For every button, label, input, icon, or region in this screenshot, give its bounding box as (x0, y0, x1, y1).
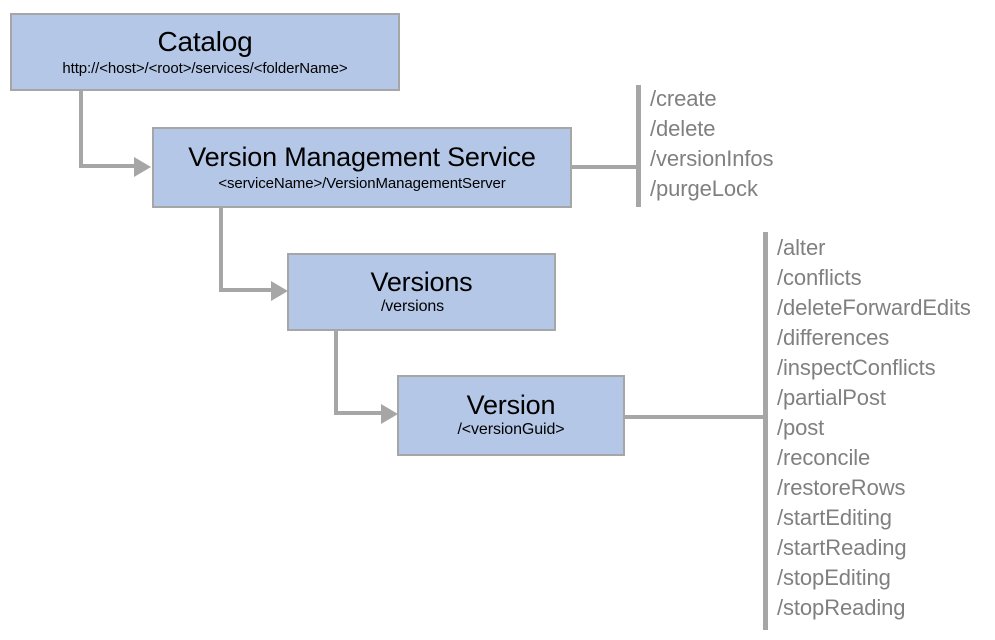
bracket-version-operations (763, 232, 768, 630)
arrowhead-icon-versions-to-version (381, 404, 398, 424)
node-version-path: /<versionGuid> (457, 421, 565, 439)
operation-item[interactable]: /delete (650, 116, 716, 141)
operation-item[interactable]: /restoreRows (777, 475, 906, 500)
node-catalog-title: Catalog (157, 26, 253, 58)
operation-item[interactable]: /purgeLock (650, 176, 758, 201)
node-version[interactable]: Version /<versionGuid> (397, 375, 625, 456)
connector-catalog-to-vms-vertical (79, 90, 83, 168)
operation-item[interactable]: /startReading (777, 535, 907, 560)
arrowhead-icon-vms-to-versions (271, 281, 288, 301)
operation-item[interactable]: /alter (777, 235, 826, 260)
node-versions[interactable]: Versions /versions (287, 253, 556, 331)
connector-version-to-operations (625, 415, 767, 419)
connector-vms-to-versions-horizontal (219, 288, 272, 292)
node-catalog[interactable]: Catalog http://<host>/<root>/services/<f… (10, 13, 400, 91)
operation-item[interactable]: /reconcile (777, 445, 871, 470)
operation-item[interactable]: /post (777, 415, 825, 440)
connector-vms-to-operations (572, 165, 640, 169)
operation-item[interactable]: /inspectConflicts (777, 355, 936, 380)
node-version-title: Version (466, 390, 556, 421)
operation-list-version: /alter /conflicts /deleteForwardEdits /d… (777, 233, 971, 623)
node-version-management-service-title: Version Management Service (188, 142, 536, 173)
operation-item[interactable]: /startEditing (777, 505, 892, 530)
operation-item[interactable]: /conflicts (777, 265, 862, 290)
connector-versions-to-version-vertical (334, 330, 338, 415)
connector-vms-to-versions-vertical (219, 207, 223, 292)
node-versions-title: Versions (370, 266, 473, 297)
node-versions-path: /versions (380, 297, 445, 315)
arrowhead-icon-catalog-to-vms (134, 157, 151, 177)
node-version-management-service[interactable]: Version Management Service <serviceName>… (152, 127, 572, 208)
operation-item[interactable]: /deleteForwardEdits (777, 295, 971, 320)
operation-item[interactable]: /versionInfos (650, 146, 774, 171)
operation-item[interactable]: /stopReading (777, 595, 906, 620)
operation-item[interactable]: /create (650, 86, 717, 111)
bracket-vms-operations (636, 85, 641, 207)
operation-item[interactable]: /partialPost (777, 385, 886, 410)
node-catalog-path: http://<host>/<root>/services/<folderNam… (62, 59, 348, 77)
operation-list-version-management-service: /create /delete /versionInfos /purgeLock (650, 84, 774, 204)
operation-item[interactable]: /differences (777, 325, 890, 350)
operation-item[interactable]: /stopEditing (777, 565, 891, 590)
connector-versions-to-version-horizontal (334, 411, 382, 415)
node-version-management-service-path: <serviceName>/VersionManagementServer (218, 174, 506, 192)
connector-catalog-to-vms-horizontal (79, 164, 135, 168)
